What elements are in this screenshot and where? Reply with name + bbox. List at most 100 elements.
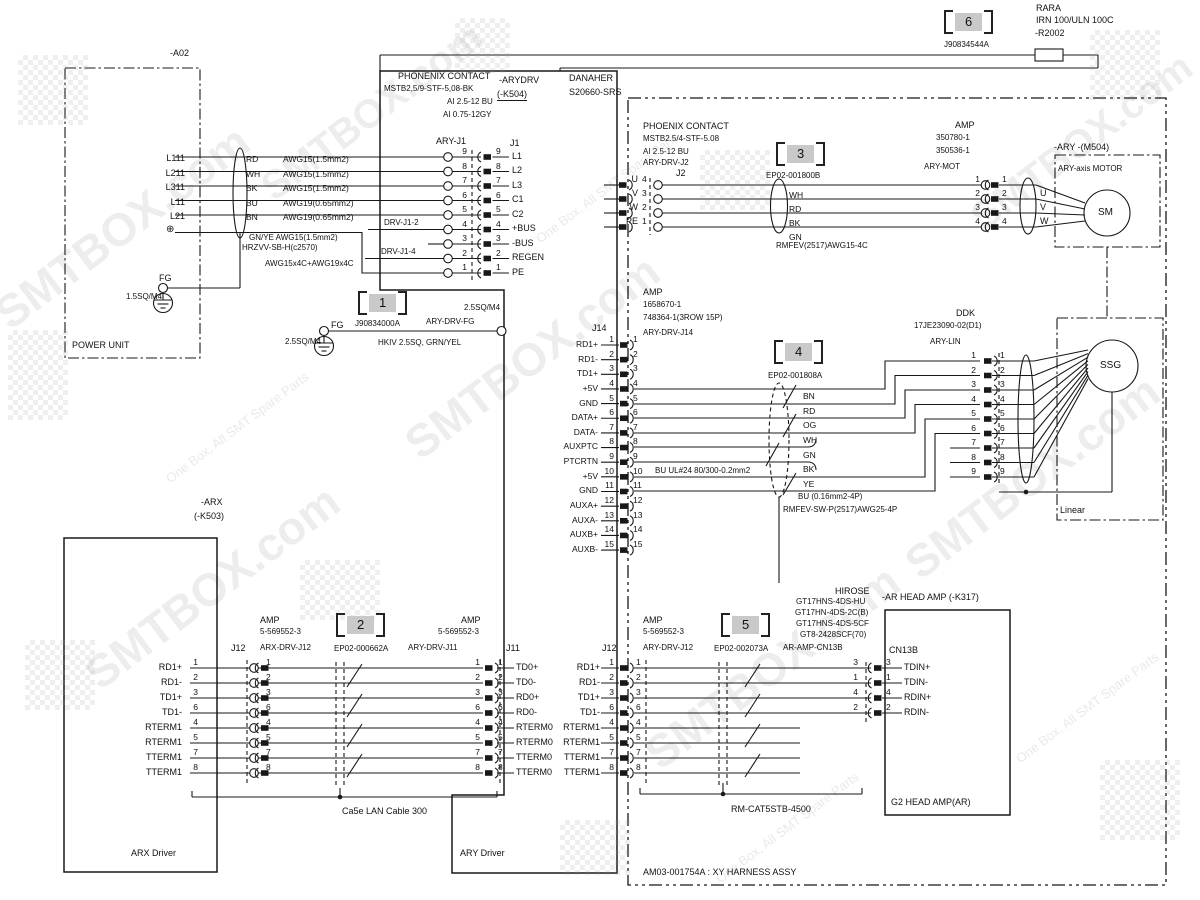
bracket-left bbox=[336, 613, 345, 637]
wire-color: WH bbox=[803, 434, 818, 445]
bracket-right bbox=[816, 142, 826, 166]
head-cable-label: RM-CAT5STB-4500 bbox=[731, 804, 811, 814]
harness-title: AM03-001754A : XY HARNESS ASSY bbox=[643, 867, 797, 877]
wire-color: OG bbox=[803, 420, 817, 431]
power-unit-label: POWER UNIT bbox=[72, 340, 130, 350]
arydrv-part1: MSTB2,5/9-STF-5,08-BK bbox=[384, 84, 474, 93]
bracket-left bbox=[358, 291, 367, 315]
head-j12-label: J12 bbox=[602, 643, 617, 653]
j1-socket-label: J1 bbox=[510, 138, 520, 148]
terminal-row: L111 bbox=[166, 153, 185, 163]
rara-model: IRN 100/ULN 100C bbox=[1036, 15, 1114, 25]
tag2-part: EP02-000662A bbox=[334, 644, 389, 653]
j14-wire10-note: BU UL#24 80/300-0.2mm2 bbox=[655, 466, 751, 475]
lan-maker-right: AMP bbox=[461, 615, 481, 625]
wire-color: GN bbox=[789, 232, 802, 242]
arx-ref: (-K503) bbox=[194, 511, 225, 521]
fg-mid-label: FG bbox=[331, 320, 344, 330]
terminal-row: L311 bbox=[165, 182, 185, 192]
motor-symbol: SM bbox=[1098, 207, 1113, 218]
lan-conn-left: ARX-DRV-J12 bbox=[260, 643, 311, 652]
j2-part1: MSTB2.5/4-STF-5.08 bbox=[643, 134, 720, 143]
motor-box-label: ARY-axis MOTOR bbox=[1058, 164, 1123, 173]
tag4-part: EP02-001808A bbox=[768, 371, 823, 380]
head-part: 5-569552-3 bbox=[643, 627, 684, 636]
wire-color: GN bbox=[803, 449, 816, 460]
ary-j1-plug-label: ARY-J1 bbox=[436, 136, 467, 146]
lan-conn-right: ARY-DRV-J11 bbox=[408, 643, 458, 652]
wire-color: RD bbox=[789, 204, 802, 214]
wire-color: RD bbox=[803, 405, 816, 416]
lan-j12-label: J12 bbox=[231, 643, 246, 653]
lan-part-left: 5-569552-3 bbox=[260, 627, 301, 636]
arydrv-ref: (-K504) bbox=[497, 89, 528, 101]
lin-symbol: SSG bbox=[1100, 360, 1122, 371]
drv-j1-2-label: DRV-J1-2 bbox=[384, 218, 419, 227]
arx-tag: -ARX bbox=[201, 497, 223, 507]
cable-spec-label: AWG15x4C+AWG19x4C bbox=[265, 259, 354, 268]
j14-socket-label: J14 bbox=[592, 323, 607, 333]
tag-number: 2 bbox=[347, 616, 375, 634]
hirose-p1: GT17HNS-4DS-HU bbox=[796, 597, 866, 606]
ref-tag-4: 4 bbox=[774, 340, 824, 364]
g2-head-amp-label: G2 HEAD AMP(AR) bbox=[891, 797, 971, 807]
lin-conn-label: ARY-LIN bbox=[930, 337, 961, 346]
head-conn: ARY-DRV-J12 bbox=[643, 643, 694, 652]
bracket-right bbox=[376, 613, 386, 637]
earth-symbol: ⊕ bbox=[166, 224, 175, 235]
bracket-right bbox=[761, 613, 771, 637]
drv-j1-4-label: DRV-J1-4 bbox=[381, 247, 416, 256]
ref-tag-5: 5 bbox=[721, 613, 771, 637]
bracket-left bbox=[721, 613, 730, 637]
wire-label: U bbox=[1040, 188, 1047, 198]
terminal-row: L21 bbox=[169, 211, 185, 221]
gnd-wire-label: GN/YE AWG15(1.5mm2) bbox=[249, 233, 338, 242]
wire-label: V bbox=[1040, 202, 1047, 212]
tag1-part: J90834000A bbox=[355, 319, 400, 328]
j2-cable-label: RMFEV(2517)AWG15-4C bbox=[776, 241, 868, 250]
tag-number: 6 bbox=[955, 13, 983, 31]
j2-maker: PHOENIX CONTACT bbox=[643, 121, 729, 131]
wire-color: BK bbox=[789, 218, 801, 228]
ref-tag-3: 3 bbox=[776, 142, 826, 166]
wire-color: YE bbox=[803, 478, 815, 489]
